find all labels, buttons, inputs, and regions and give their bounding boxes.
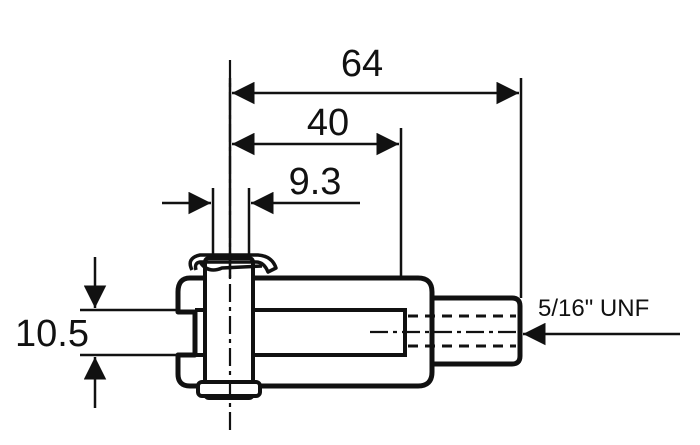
thread-callout-label: 5/16" UNF bbox=[538, 295, 649, 322]
thread-lines bbox=[408, 314, 516, 348]
dim-40-label: 40 bbox=[307, 102, 349, 144]
dim-10-5 bbox=[80, 257, 176, 408]
dim-64-label: 64 bbox=[341, 43, 383, 85]
dim-9-3-label: 9.3 bbox=[289, 161, 342, 203]
fork-body bbox=[175, 275, 435, 389]
dim-9-3 bbox=[162, 188, 360, 255]
dim-10-5-label: 10.5 bbox=[15, 313, 89, 355]
dim-64 bbox=[228, 78, 523, 298]
spring-clip bbox=[188, 253, 278, 274]
dim-40 bbox=[232, 128, 403, 278]
threaded-shank bbox=[432, 295, 523, 367]
center-lines bbox=[228, 60, 520, 430]
